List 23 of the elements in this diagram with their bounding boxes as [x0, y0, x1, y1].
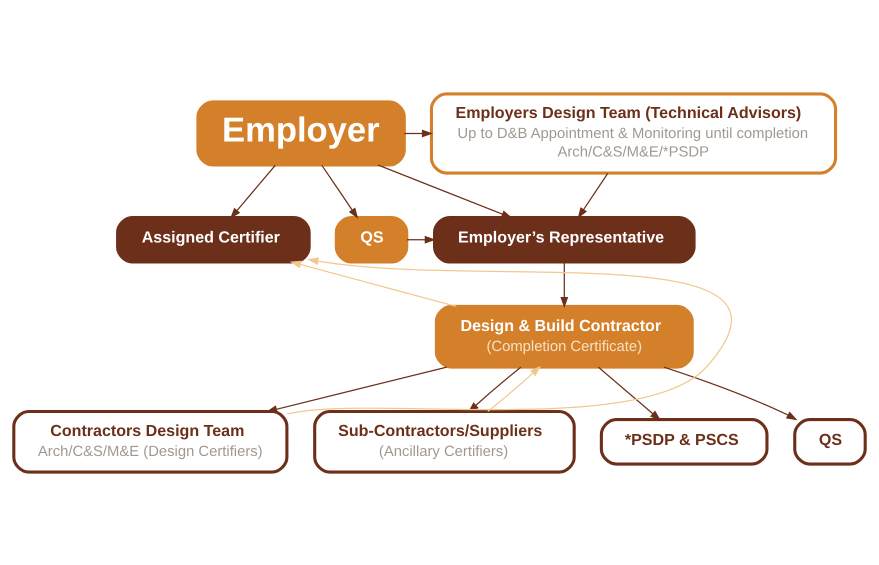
arrow: [321, 164, 358, 218]
node-box: Design & Build Contractor (Completion Certificate): [434, 304, 694, 368]
arrow: [487, 365, 541, 412]
node-box: Employer’s Representative: [433, 215, 696, 264]
node-box: Sub-Contractors/Suppliers (Ancillary Certifiers): [313, 409, 576, 474]
arrow: [406, 235, 436, 244]
node-box: *PSDP & PSCS: [600, 418, 768, 466]
node-box: QS: [793, 418, 867, 466]
node-box: Assigned Certifier: [116, 215, 311, 264]
arrow: [230, 164, 276, 218]
arrow: [404, 129, 434, 137]
arrow: [378, 164, 512, 218]
arrow: [560, 262, 568, 308]
node-box: Contractors Design Team Arch/C&S/M&E (Design Certifiers): [12, 409, 288, 474]
node-box: QS: [334, 215, 408, 264]
node-box: Employers Design Team (Technical Advisors) Up to D&B Appointment & Monitoring until completion Arch/C&S/M&E/*PSDP: [430, 92, 838, 174]
arrow: [578, 172, 608, 218]
node-box: Employer: [196, 100, 406, 166]
arrow: [664, 366, 798, 420]
arrow: [286, 256, 731, 414]
arrow: [598, 366, 661, 420]
arrow: [266, 366, 447, 413]
arrow: [290, 260, 456, 307]
